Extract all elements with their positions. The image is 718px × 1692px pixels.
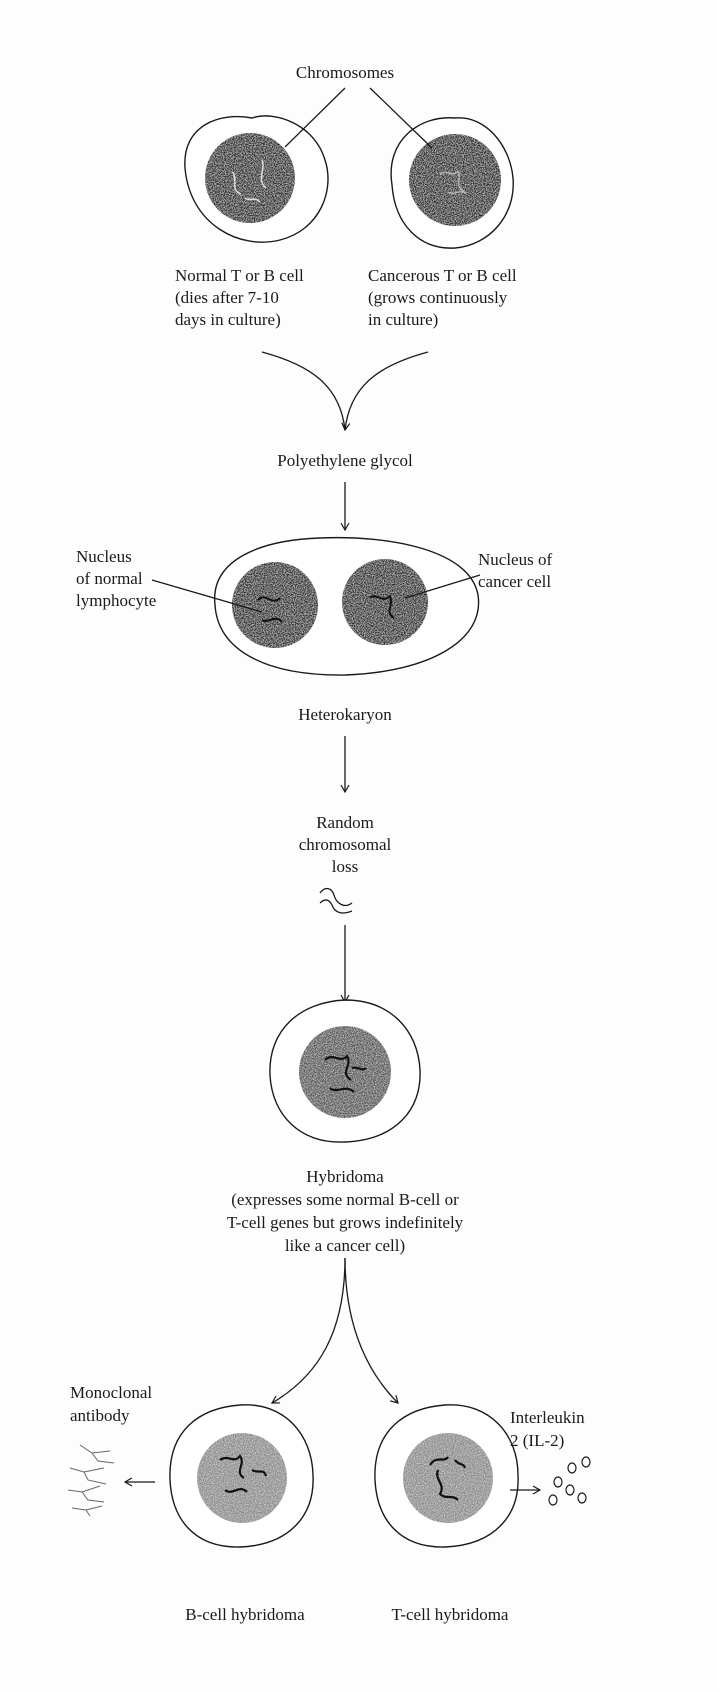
- nucleus: [403, 1433, 493, 1523]
- nucleus-cancer-label: Nucleus of: [478, 550, 552, 569]
- interleukin-label: 2 (IL-2): [510, 1431, 564, 1450]
- monoclonal-antibody-label: antibody: [70, 1406, 130, 1425]
- heterokaryon-label: Heterokaryon: [298, 705, 392, 724]
- cancer-cell: [390, 117, 514, 249]
- cancer-cell-label: (grows continuously: [368, 288, 508, 307]
- merge-arrow: [261, 351, 346, 431]
- nucleus: [205, 133, 295, 223]
- nucleus: [197, 1433, 287, 1523]
- chromosome-squiggle-icon: [319, 887, 353, 914]
- nucleus: [409, 134, 501, 226]
- normal-cell: [184, 115, 329, 243]
- b-cell-hybridoma: [169, 1404, 314, 1548]
- hybridoma-description: T-cell genes but grows indefinitely: [227, 1213, 464, 1232]
- cancer-cell-label: in culture): [368, 310, 438, 329]
- heterokaryon-cell: [214, 536, 480, 676]
- normal-cell-label: Normal T or B cell: [175, 266, 304, 285]
- branch-arrow-t: [344, 1257, 399, 1404]
- normal-cell-label: days in culture): [175, 310, 281, 329]
- pointer-line: [151, 579, 263, 613]
- pointer-line: [404, 574, 481, 599]
- pointer-line: [369, 87, 433, 149]
- t-cell-hybridoma: [374, 1404, 519, 1548]
- chromosome-loss-label: loss: [332, 857, 358, 876]
- cancer-nucleus: [342, 559, 428, 645]
- normal-nucleus: [232, 562, 318, 648]
- t-cell-hybridoma-label: T-cell hybridoma: [392, 1605, 509, 1624]
- b-cell-hybridoma-label: B-cell hybridoma: [185, 1605, 305, 1624]
- chromosomes: [439, 169, 467, 195]
- normal-cell-label: (dies after 7-10: [175, 288, 279, 307]
- nucleus-cancer-label: cancer cell: [478, 572, 551, 591]
- hybridoma-label: Hybridoma: [306, 1167, 384, 1186]
- interleukin-label: Interleukin: [510, 1408, 585, 1427]
- il2-molecules-icon: [548, 1456, 591, 1506]
- nucleus-normal-label: lymphocyte: [76, 591, 156, 610]
- hybridoma-cell: [269, 999, 421, 1143]
- chromosomes: [232, 159, 267, 203]
- chromosome-loss-label: Random: [316, 813, 374, 832]
- pointer-line: [284, 87, 346, 148]
- merge-arrow: [341, 351, 429, 432]
- hybridoma-description: like a cancer cell): [285, 1236, 405, 1255]
- nucleus-normal-label: of normal: [76, 569, 143, 588]
- branch-arrow-b: [270, 1257, 346, 1404]
- fusion-agent-label: Polyethylene glycol: [277, 451, 413, 470]
- antibody-icon: [67, 1444, 115, 1517]
- monoclonal-antibody-label: Monoclonal: [70, 1383, 152, 1402]
- cancer-cell-label: Cancerous T or B cell: [368, 266, 517, 285]
- chromosome-loss-label: chromosomal: [299, 835, 392, 854]
- hybridoma-description: (expresses some normal B-cell or: [231, 1190, 459, 1209]
- nucleus-normal-label: Nucleus: [76, 547, 132, 566]
- chromosomes-label: Chromosomes: [296, 63, 394, 82]
